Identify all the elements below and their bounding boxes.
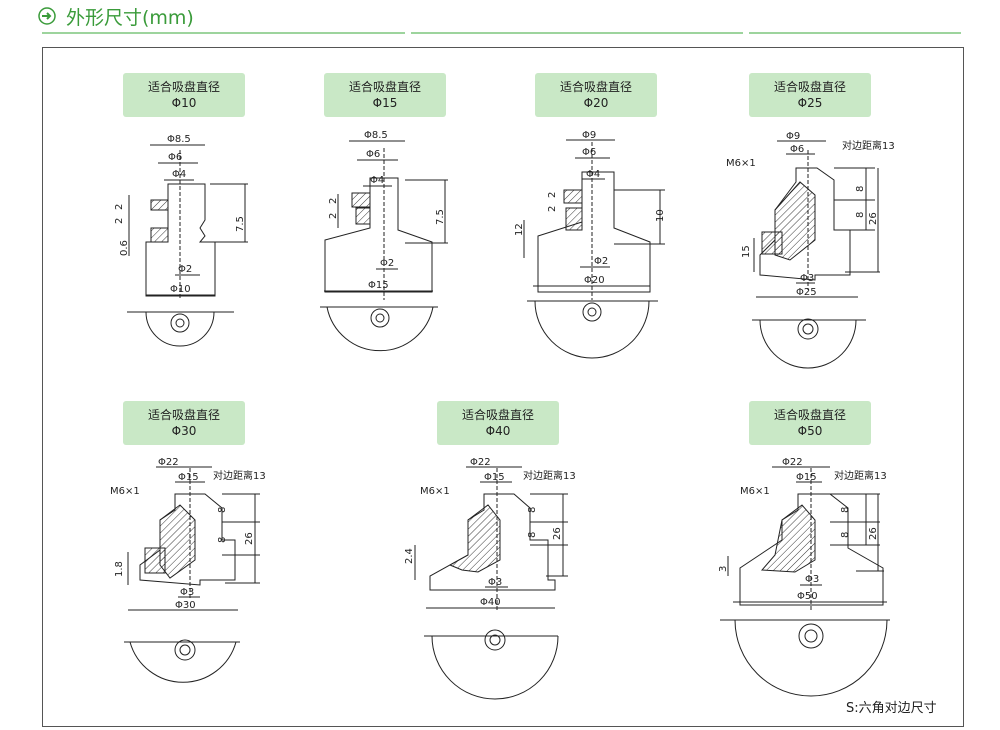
drawing-d25 (752, 140, 880, 369)
dim-label: Φ9 (786, 131, 800, 142)
drawing-d40 (414, 466, 568, 700)
dim-label: 26 (868, 212, 879, 225)
dim-label: 7.5 (435, 209, 446, 225)
dim-label: 8 (840, 507, 851, 513)
dim-label: Φ15 (178, 472, 199, 483)
header-rule-2 (411, 32, 743, 34)
dim-label: 12 (514, 223, 525, 236)
dim-label: Φ22 (470, 457, 491, 468)
dim-label: 8 (855, 186, 866, 192)
dim-label: Φ2 (178, 264, 192, 275)
dim-label: 10 (655, 209, 666, 222)
dim-label: 8 (217, 537, 228, 543)
dim-label: Φ6 (582, 147, 596, 158)
drawing-d50 (720, 466, 890, 697)
dim-label: 2 (328, 213, 339, 219)
dim-label: Φ22 (782, 457, 803, 468)
dim-label: 8 (527, 532, 538, 538)
dim-label: Φ3 (800, 273, 814, 284)
dim-label: Φ8.5 (364, 130, 388, 141)
dim-label: 2.4 (404, 548, 415, 564)
dim-label: Φ15 (484, 472, 505, 483)
dim-label: Φ20 (584, 275, 605, 286)
dim-label: 2 (114, 204, 125, 210)
arrow-right-circle-icon (38, 7, 56, 25)
dim-label: Φ3 (805, 574, 819, 585)
dim-label: Φ10 (170, 284, 191, 295)
section-title: 外形尺寸(mm) (66, 6, 194, 29)
dim-label: 对边距离13 (213, 469, 266, 482)
drawing-frame (42, 47, 964, 727)
footnote: S:六角对边尺寸 (846, 701, 937, 716)
dim-label: Φ9 (582, 130, 596, 141)
dim-label: M6×1 (740, 486, 770, 497)
dim-label: Φ6 (790, 144, 804, 155)
dim-label: 15 (741, 245, 752, 258)
dim-label: Φ4 (172, 169, 186, 180)
dim-label: Φ30 (175, 600, 196, 611)
dim-label: Φ3 (180, 587, 194, 598)
dim-label: 26 (868, 527, 879, 540)
dim-label: 2 (547, 206, 558, 212)
dim-label: Φ6 (366, 149, 380, 160)
dim-label: 对边距离13 (842, 139, 895, 152)
dim-label: Φ22 (158, 457, 179, 468)
dim-label: Φ6 (168, 152, 182, 163)
dim-label: M6×1 (726, 158, 756, 169)
dimension-labels: Φ8.5 Φ6 Φ4 2 2 0.6 7.5 Φ2 Φ10 Φ8.5 Φ6 Φ4… (110, 130, 895, 611)
drawing-d10 (127, 144, 248, 347)
dim-label: 7.5 (235, 216, 246, 232)
dim-label: Φ2 (594, 256, 608, 267)
dim-label: Φ15 (796, 472, 817, 483)
dim-label: Φ2 (380, 258, 394, 269)
drawing-d15 (320, 140, 448, 352)
dim-label: 2 (547, 192, 558, 198)
dim-label: Φ4 (586, 169, 600, 180)
section-header: 外形尺寸(mm) (38, 4, 194, 29)
dim-label: Φ50 (797, 591, 818, 602)
dim-label: Φ25 (796, 287, 817, 298)
dim-label: M6×1 (110, 486, 140, 497)
dim-label: M6×1 (420, 486, 450, 497)
drawing-d30 (124, 466, 260, 683)
dim-label: 对边距离13 (523, 469, 576, 482)
dim-label: Φ8.5 (167, 134, 191, 145)
dim-label: 8 (527, 507, 538, 513)
dim-label: 8 (840, 532, 851, 538)
dim-label: 1.8 (114, 561, 125, 577)
dim-label: 26 (552, 527, 563, 540)
dim-label: 26 (244, 532, 255, 545)
dim-label: 2 (114, 218, 125, 224)
drawing-d20 (523, 139, 665, 359)
dim-label: Φ4 (370, 175, 384, 186)
header-rule-1 (42, 32, 405, 34)
dim-label: Φ3 (488, 577, 502, 588)
dim-label: 8 (855, 212, 866, 218)
dim-label: 8 (217, 507, 228, 513)
dim-label: 2 (328, 198, 339, 204)
dim-label: 对边距离13 (834, 469, 887, 482)
header-rule-3 (749, 32, 961, 34)
dim-label: Φ15 (368, 280, 389, 291)
dim-label: 0.6 (119, 240, 130, 256)
dim-label: 3 (718, 566, 729, 572)
dim-label: Φ40 (480, 597, 501, 608)
